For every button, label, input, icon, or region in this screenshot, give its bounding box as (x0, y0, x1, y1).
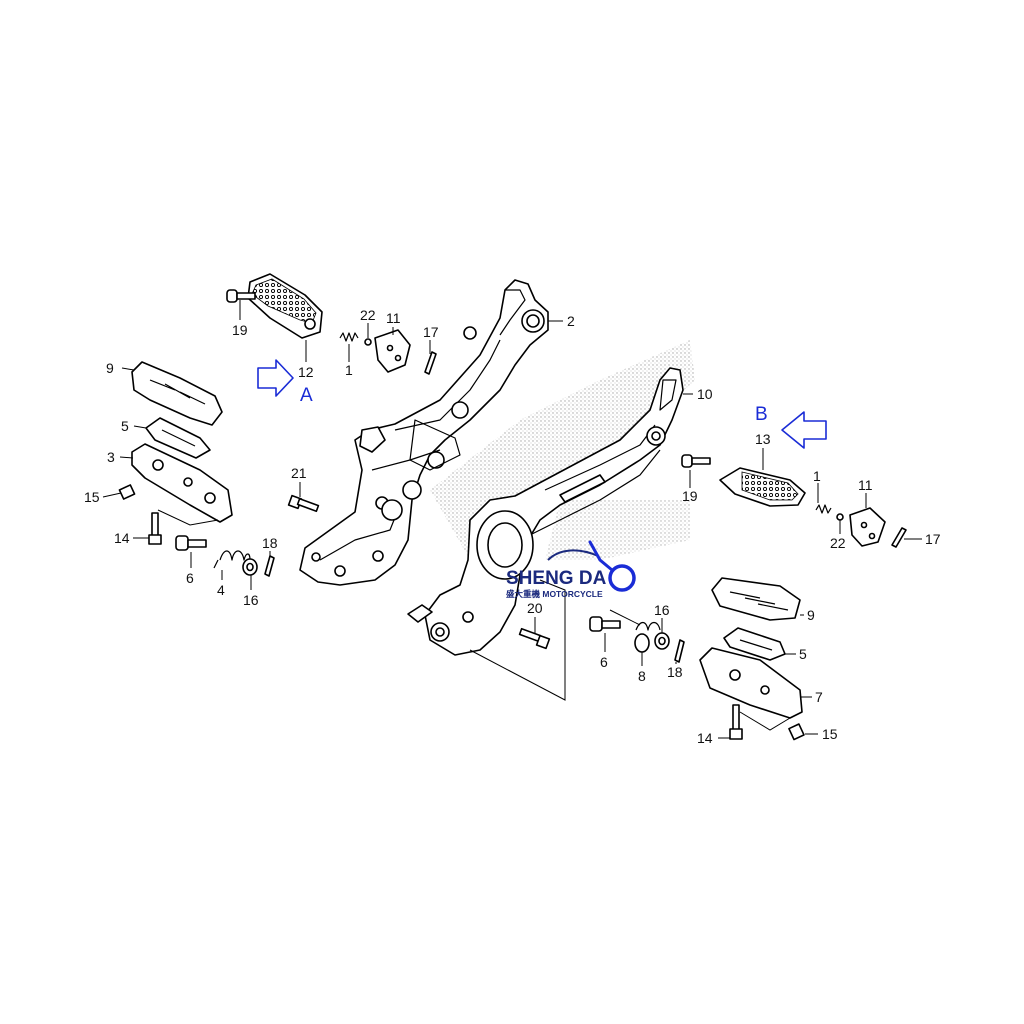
spring-1-left (339, 332, 359, 342)
part-label: 9 (807, 607, 815, 623)
bolt-14-left (148, 512, 162, 545)
part-label: 5 (121, 418, 129, 434)
part-label: 19 (232, 322, 248, 338)
shading-area (545, 500, 690, 560)
part-label: 16 (654, 602, 670, 618)
pin-18-left (264, 555, 275, 577)
part-label: 20 (527, 600, 543, 616)
part-label: 19 (682, 488, 698, 504)
spring-4 (213, 550, 251, 569)
part-label: 11 (858, 477, 873, 493)
part-label: 2 (567, 313, 575, 329)
pin-6-right (589, 616, 621, 632)
footpeg-7 (699, 647, 803, 719)
part-label: 14 (697, 730, 713, 746)
ball-22-left (364, 338, 372, 346)
ball-22-right (836, 513, 844, 521)
plate-11-right (849, 507, 886, 547)
rubber-9-right (711, 577, 801, 621)
bolt-20 (518, 627, 551, 650)
view-a-arrow (257, 359, 294, 397)
part-label: 18 (667, 664, 683, 680)
plate-hole (386, 344, 394, 352)
part-label: 10 (697, 386, 713, 402)
part-label: 22 (830, 535, 846, 551)
part-label: 14 (114, 530, 130, 546)
footpeg-13 (719, 467, 806, 507)
part-label: 12 (298, 364, 314, 380)
part-label: 16 (243, 592, 259, 608)
part-label: 1 (813, 468, 821, 484)
part-label: 17 (423, 324, 439, 340)
footpeg-12 (247, 273, 323, 339)
part-label: 7 (815, 689, 823, 705)
pin-19-left (226, 289, 256, 303)
brand-subtitle: 盛大重機 MOTORCYCLE (506, 589, 603, 599)
part-label: 1 (345, 362, 353, 378)
part-label: 13 (755, 431, 771, 447)
part-label: 6 (600, 654, 608, 670)
part-label: 6 (186, 570, 194, 586)
brand-name: SHENG DA (506, 568, 607, 589)
plate-11-left (374, 329, 411, 373)
view-b-arrow (781, 411, 827, 449)
part-label: 9 (106, 360, 114, 376)
part-label: 5 (799, 646, 807, 662)
leader-lines (102, 300, 922, 739)
washer-16-right-hole (658, 636, 666, 646)
right-bracket (407, 367, 684, 656)
rubber-9-left (131, 361, 223, 426)
part-label: 17 (925, 531, 941, 547)
bolt-15-right (788, 723, 805, 741)
plate-hole (860, 521, 868, 529)
bolt-14-right (729, 704, 743, 740)
part-label: 22 (360, 307, 376, 323)
left-bracket (299, 279, 549, 586)
part-labels: 19 12 1 22 11 17 2 9 5 3 15 14 6 4 16 18… (84, 307, 941, 746)
part-label: 15 (822, 726, 838, 742)
motorcycle-logo-icon (547, 540, 636, 592)
part-label: 8 (638, 668, 646, 684)
spring-1-right (815, 504, 832, 514)
pin-18-right (674, 639, 685, 663)
part-label: 18 (262, 535, 278, 551)
view-a-letter: A (300, 385, 313, 406)
pin-19-right (681, 454, 711, 468)
washer-16-left-hole (246, 562, 254, 572)
part-label: 21 (291, 465, 307, 481)
pin-17-right (891, 527, 907, 548)
bolt-15-left (118, 484, 136, 500)
pin-17-left (424, 351, 437, 375)
view-b-letter: B (755, 404, 768, 425)
pin-6-left (175, 535, 207, 551)
plate-hole (394, 354, 402, 362)
part-label: 11 (386, 310, 401, 326)
part-label: 4 (217, 582, 225, 598)
bolt-21 (287, 494, 320, 513)
plate-hole (868, 532, 876, 540)
footpeg-3 (131, 443, 233, 523)
plate-5-left (145, 417, 211, 459)
brand-watermark: SHENG DA 盛大重機 MOTORCYCLE (506, 540, 636, 599)
spring-8-coil (634, 633, 650, 653)
part-label: 3 (107, 449, 115, 465)
part-label: 15 (84, 489, 100, 505)
